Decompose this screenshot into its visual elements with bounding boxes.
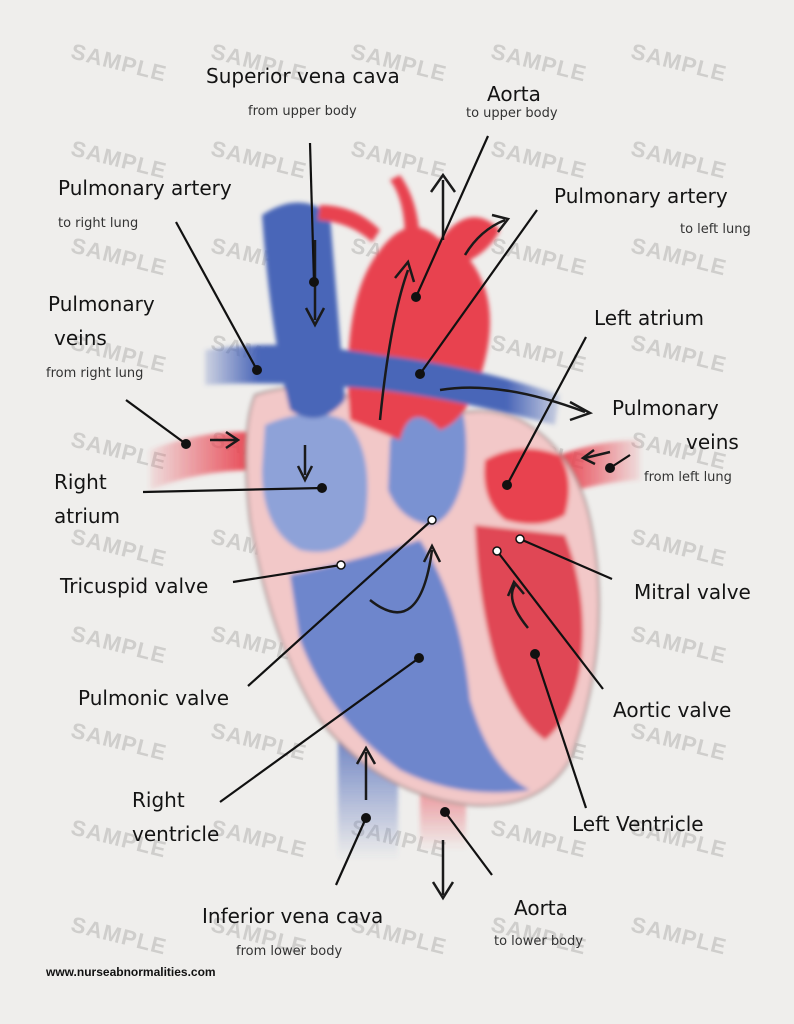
label-aorta-bottom: Aorta — [514, 896, 568, 920]
dot-right-atrium — [317, 483, 327, 493]
label-right-atrium-line1: Right — [54, 470, 107, 494]
right-ventricle-chamber — [290, 540, 530, 793]
leader-pa-right — [175, 221, 258, 371]
arrowhead-icon — [355, 745, 377, 765]
arrowhead-icon — [296, 465, 314, 483]
label-pulmonic: Pulmonic valve — [78, 686, 230, 710]
dot-aortic-valve — [492, 546, 502, 556]
label-right-ventricle-line1: Right — [132, 788, 185, 812]
flow-arrow-pa-right — [439, 386, 586, 414]
label-right-atrium-line2: atrium — [54, 504, 121, 528]
sublabel-aorta-top: to upper body — [466, 106, 558, 121]
arrowhead-icon — [225, 430, 241, 450]
leader-lines — [125, 135, 631, 886]
dot-ivc — [361, 813, 371, 823]
label-pv-right-line1: Pulmonary — [48, 292, 155, 316]
leader-tricuspid — [232, 563, 342, 584]
arrowhead-icon — [491, 213, 511, 233]
arrowhead-icon — [429, 172, 457, 193]
label-mitral: Mitral valve — [634, 580, 751, 604]
leader-right-atrium — [142, 486, 323, 494]
pulmonary-artery-vessel — [205, 345, 560, 425]
label-ivc: Inferior vena cava — [202, 904, 384, 928]
arrowhead-icon — [394, 259, 416, 283]
label-pv-left-line2: veins — [686, 430, 739, 454]
dot-left-ventricle — [530, 649, 540, 659]
arrowhead-icon — [569, 400, 594, 422]
arrowhead-icon — [580, 448, 596, 466]
dot-pa-right — [252, 365, 262, 375]
dot-svc — [309, 277, 319, 287]
dot-pulmonic — [427, 515, 437, 525]
label-pa-right: Pulmonary artery — [58, 176, 232, 200]
flow-arrow-pv-left — [584, 450, 611, 460]
sublabel-pv-left: from left lung — [644, 470, 732, 485]
leader-ivc — [334, 817, 368, 886]
left-pulmonary-veins — [560, 440, 640, 495]
dot-pv-right — [181, 439, 191, 449]
leader-pv-right — [125, 399, 187, 445]
arrowhead-icon — [304, 307, 326, 328]
left-ventricle-chamber — [475, 525, 583, 740]
dot-pv-left — [605, 463, 615, 473]
label-left-atrium: Left atrium — [594, 306, 705, 330]
flow-arrow-aorta-ascend — [378, 269, 410, 421]
arrowhead-icon — [506, 579, 525, 597]
leader-aorta-bottom — [444, 811, 493, 876]
label-pv-left-line1: Pulmonary — [612, 396, 719, 420]
flow-arrow-lv — [510, 584, 529, 629]
aorta-branch-left — [318, 205, 380, 242]
dot-aorta-bottom — [440, 807, 450, 817]
dot-pa-left — [415, 369, 425, 379]
flow-arrows — [210, 172, 611, 901]
leader-dots — [181, 277, 615, 823]
leader-mitral — [519, 537, 613, 581]
dot-mitral — [515, 534, 525, 544]
label-pv-right-line2: veins — [54, 326, 107, 350]
label-left-ventricle: Left Ventricle — [572, 812, 704, 836]
label-aorta-top: Aorta — [487, 82, 541, 106]
sublabel-pa-right: to right lung — [58, 216, 139, 231]
right-atrium-chamber — [262, 413, 368, 552]
flow-arrow-rv-up — [369, 549, 434, 614]
label-aortic-valve: Aortic valve — [613, 698, 732, 722]
sublabel-aorta-bottom: to lower body — [494, 934, 584, 949]
dot-left-atrium — [502, 480, 512, 490]
arrowhead-icon — [431, 881, 455, 901]
aorta-branch — [390, 175, 420, 240]
leader-left-atrium — [506, 336, 587, 486]
dot-right-ventricle — [414, 653, 424, 663]
flow-arrow-pa-left — [463, 218, 506, 256]
dot-aorta-top — [411, 292, 421, 302]
sublabel-pa-left: to left lung — [680, 222, 751, 237]
arrowhead-icon — [422, 543, 442, 563]
valve-dots — [336, 515, 525, 570]
label-tricuspid: Tricuspid valve — [60, 574, 209, 598]
dot-tricuspid — [336, 560, 346, 570]
left-atrium-chamber — [484, 448, 569, 524]
sublabel-svc: from upper body — [248, 104, 357, 119]
leader-svc — [308, 142, 316, 283]
sublabel-pv-right: from right lung — [46, 366, 144, 381]
label-svc: Superior vena cava — [206, 64, 400, 88]
leader-pulmonic — [247, 519, 433, 687]
footer-url[interactable]: www.nurseabnormalities.com — [46, 965, 216, 979]
label-pa-left: Pulmonary artery — [554, 184, 728, 208]
leader-right-ventricle — [219, 657, 420, 803]
sublabel-ivc: from lower body — [236, 944, 343, 959]
aortic-arch — [348, 217, 500, 440]
label-right-ventricle-line2: ventricle — [132, 822, 220, 846]
leader-aortic-valve — [496, 550, 604, 690]
leader-pa-left — [419, 209, 538, 375]
leader-aorta-top — [414, 135, 490, 298]
leader-left-ventricle — [533, 653, 588, 809]
